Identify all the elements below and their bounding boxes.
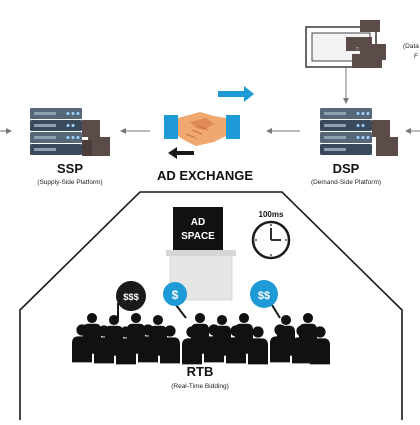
crowd-person-head	[216, 314, 228, 326]
crowd-icon	[72, 312, 330, 365]
bid-center-label: $	[172, 288, 179, 302]
bid-left-label: $$$	[123, 292, 140, 303]
timer-label: 100ms	[259, 210, 284, 219]
crowd-person-head	[296, 325, 308, 337]
bid-paddle-left	[116, 281, 146, 318]
crowd-person-head	[280, 314, 292, 326]
crowd-person-body	[94, 337, 114, 364]
right-edge-arrow	[405, 128, 420, 134]
dsp-server-stack-icon	[320, 108, 398, 156]
bid-right-label: $$	[258, 290, 270, 302]
crowd-person-head	[302, 312, 314, 324]
rtb-title: RTB	[187, 364, 214, 379]
ssp-title: SSP	[57, 161, 83, 176]
crowd-person-head	[130, 312, 142, 324]
data-provider-icon: □	[305, 20, 386, 68]
crowd-person-head	[152, 314, 164, 326]
crowd-person-head	[98, 325, 110, 337]
crowd-person-head	[142, 324, 154, 336]
data-provider-label-1: (Data	[403, 43, 419, 50]
ad-space-line2: SPACE	[181, 231, 215, 242]
blue-right-arrow-icon	[218, 86, 254, 102]
crowd-person-body	[204, 336, 224, 363]
bid-paddle-center	[163, 282, 187, 319]
crowd-person-head	[194, 312, 206, 324]
crowd-person-head	[208, 324, 220, 336]
crowd-person-body	[116, 338, 136, 365]
crowd-person-body	[226, 337, 246, 364]
dsp-title: DSP	[333, 161, 360, 176]
crowd-person-body	[270, 336, 290, 363]
handshake-icon	[164, 112, 240, 146]
ad-space-sign	[173, 207, 223, 250]
crowd-person-head	[274, 324, 286, 336]
crowd-person-body	[292, 337, 312, 364]
crowd-person-body	[138, 336, 158, 363]
svg-text:□: □	[356, 46, 359, 52]
crowd-person-head	[164, 325, 176, 337]
bid-paddle-right	[250, 280, 281, 319]
data-provider-label-2: F	[414, 53, 418, 60]
crowd-person-body	[182, 338, 202, 365]
crowd-person-head	[76, 324, 88, 336]
ssp-server-stack-icon	[30, 108, 110, 156]
crowd-person-head	[86, 312, 98, 324]
crowd-person-body	[310, 338, 330, 365]
crowd-person-head	[120, 326, 132, 338]
crowd-person-head	[230, 325, 242, 337]
crowd-person-body	[248, 338, 268, 365]
dsp-subtitle: (Demand-Side Platform)	[311, 179, 381, 186]
crowd-person-body	[72, 336, 92, 363]
left-edge-arrow	[0, 128, 12, 134]
rtb-frame	[19, 191, 403, 420]
ssp-subtitle: (Supply-Side Platform)	[37, 179, 102, 186]
dark-left-arrow-icon	[168, 147, 194, 159]
exchange-title: AD EXCHANGE	[157, 168, 253, 183]
clock-icon	[251, 220, 291, 260]
crowd-person-head	[314, 326, 326, 338]
ad-space-line1: AD	[191, 217, 205, 228]
crowd-person-body	[160, 337, 180, 364]
crowd-person-head	[186, 326, 198, 338]
crowd-person-head	[238, 312, 250, 324]
exchange-to-ssp-arrow	[120, 128, 150, 134]
rtb-subtitle: (Real-Time Bidding)	[171, 383, 229, 390]
dsp-to-exchange-arrow	[266, 128, 300, 134]
crowd-person-head	[108, 314, 120, 326]
crowd-person-head	[252, 326, 264, 338]
